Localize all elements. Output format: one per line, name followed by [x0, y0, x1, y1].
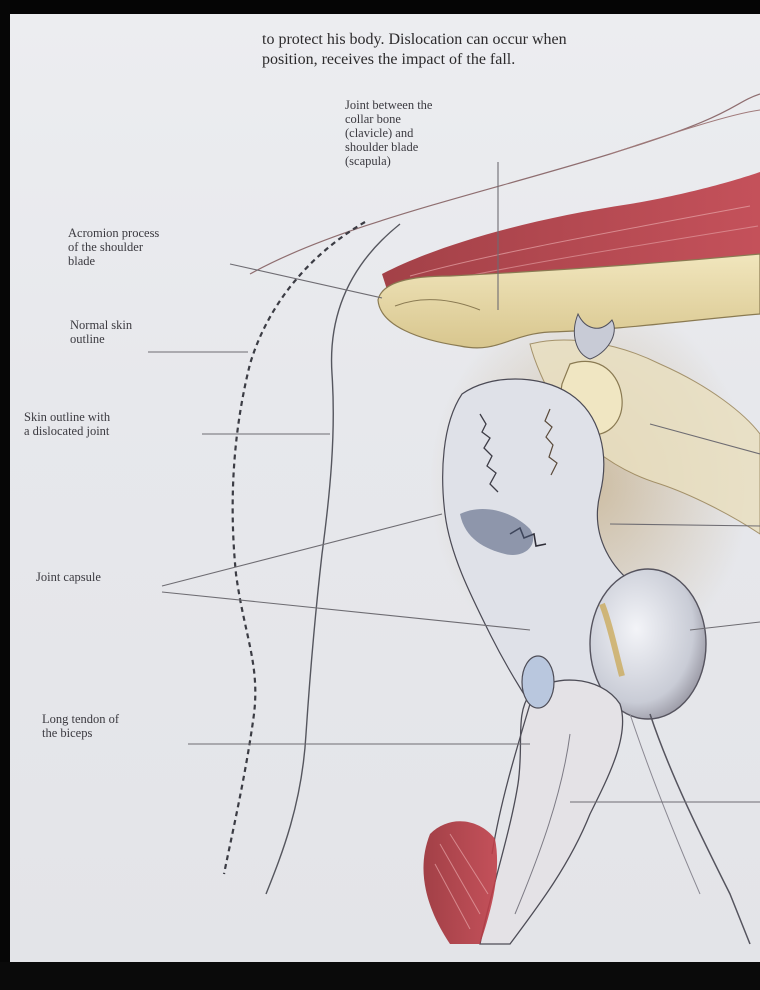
label-joint-capsule: Joint capsule: [36, 570, 101, 584]
photo-frame-left: [0, 0, 10, 990]
label-acromion-process: Acromion process of the shoulder blade: [68, 226, 159, 268]
normal-skin-outline: [224, 222, 365, 874]
illustration-page: to protect his body. Dislocation can occ…: [10, 14, 760, 962]
label-ac-joint: Joint between the collar bone (clavicle)…: [345, 98, 432, 168]
dislocated-skin-outline: [266, 224, 400, 894]
label-normal-skin-outline: Normal skin outline: [70, 318, 132, 346]
biceps-tendon-head: [522, 656, 554, 708]
label-dislocated-skin-outline: Skin outline with a dislocated joint: [24, 410, 110, 438]
label-biceps-tendon: Long tendon of the biceps: [42, 712, 119, 740]
humerus-shaft: [480, 680, 623, 944]
leader-capsule-upper: [162, 514, 442, 586]
photo-frame-bottom: [0, 962, 760, 990]
photo-frame-top: [0, 0, 760, 14]
